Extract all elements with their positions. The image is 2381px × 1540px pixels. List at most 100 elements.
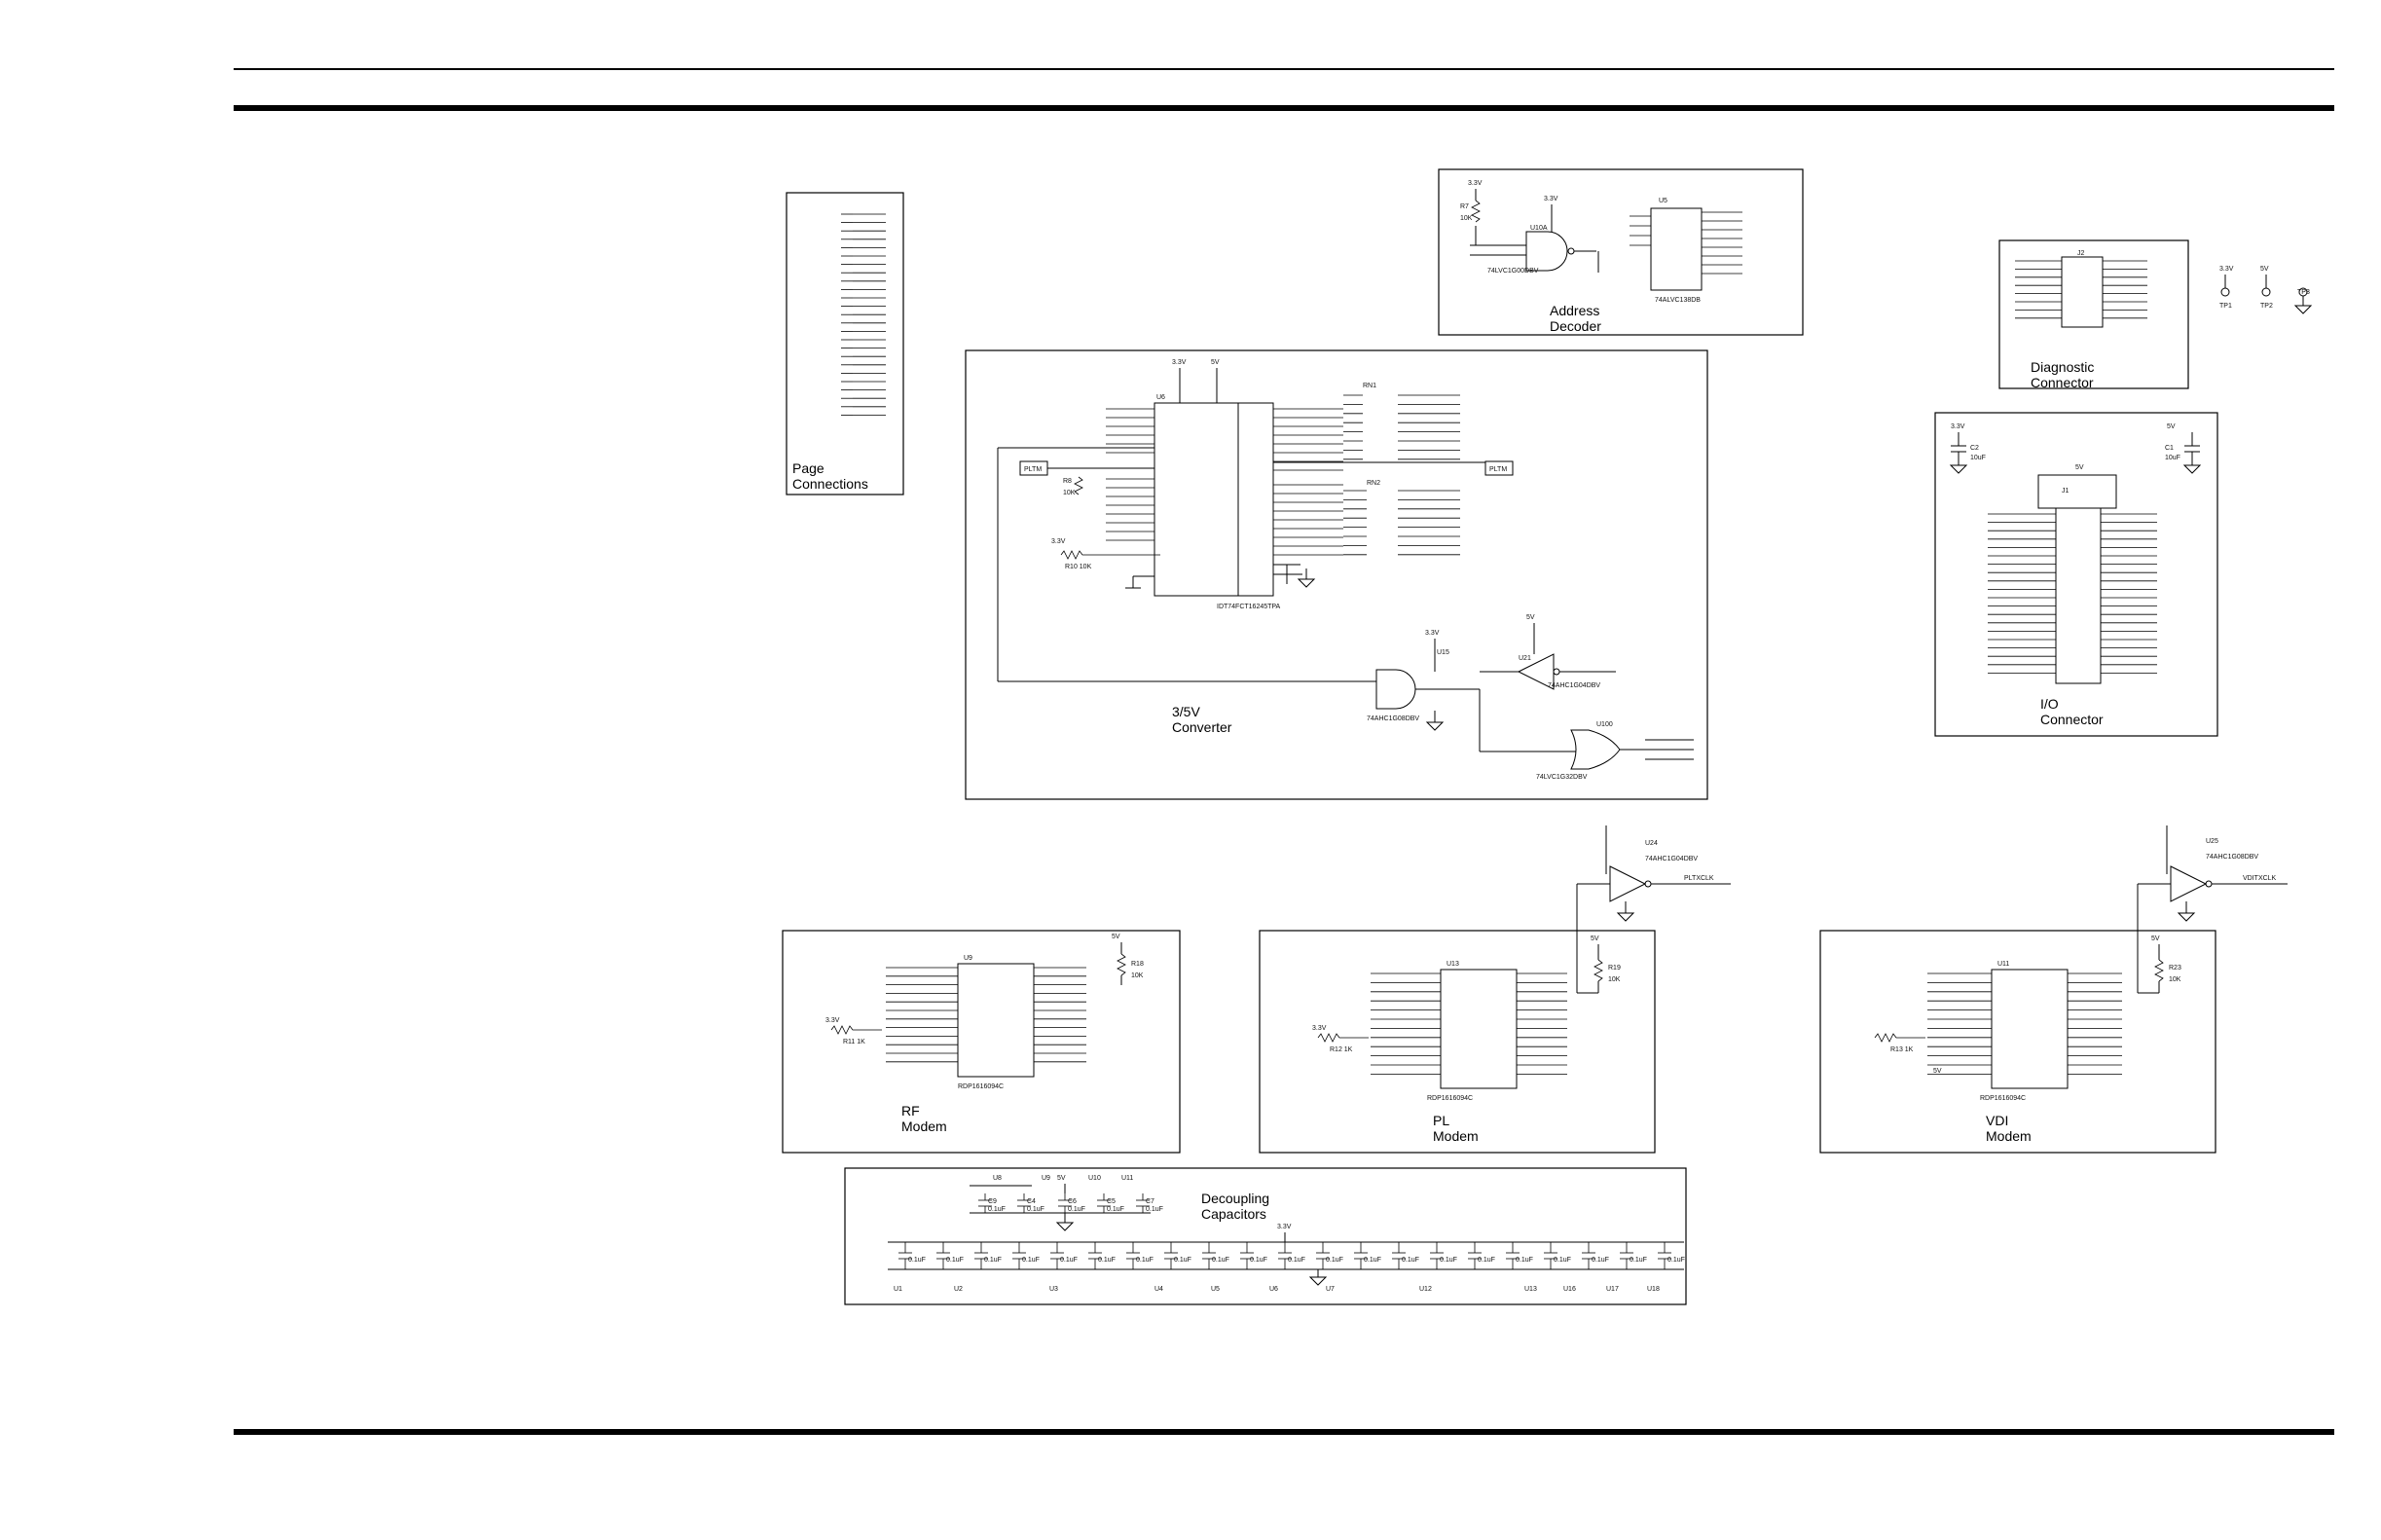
diagnostic-title-1: Diagnostic: [2031, 359, 2094, 375]
diagnostic-ref: J2: [2077, 250, 2085, 257]
converter-title-2: Converter: [1172, 719, 1232, 735]
pl-buf-ref: U24: [1645, 840, 1658, 847]
buffer-u25: [2170, 865, 2208, 902]
io-c1: C1: [2165, 445, 2174, 452]
vdi-r23: R23: [2169, 965, 2181, 972]
decoupling-bottom-cap-val: 0.1uF: [1288, 1257, 1305, 1264]
r8-val: 10K: [1063, 490, 1076, 496]
vdi-title-2: Modem: [1986, 1128, 2032, 1144]
decoupling-bottom-cap-val: 0.1uF: [1478, 1257, 1495, 1264]
decoupling-bottom-ref: U7: [1326, 1286, 1335, 1293]
gate-part: 74LVC1G00DBV: [1487, 268, 1539, 275]
decoupling-bottom-ref: U5: [1211, 1286, 1220, 1293]
decoupling-bottom-cap-val: 0.1uF: [1326, 1257, 1343, 1264]
converter-title-1: 3/5V: [1172, 704, 1200, 719]
decoupling-bottom-cap-val: 0.1uF: [908, 1257, 926, 1264]
decoupling-bottom-cap-val: 0.1uF: [1402, 1257, 1419, 1264]
inv-ref: U21: [1519, 655, 1531, 662]
page-connections-title-1: Page: [792, 460, 824, 476]
pl-v33: 3.3V: [1312, 1025, 1327, 1032]
rf-title-2: Modem: [901, 1118, 947, 1134]
rf-part: RDP1616094C: [958, 1083, 1004, 1090]
decoupling-bottom-cap-val: 0.1uF: [946, 1257, 964, 1264]
tp2-voltage: 5V: [2260, 266, 2269, 273]
pl-v5: 5V: [1591, 935, 1599, 942]
address-decoder-title-2: Decoder: [1550, 318, 1601, 334]
decoupling-bottom-ref: U17: [1606, 1286, 1619, 1293]
buffer-ref: U6: [1156, 394, 1165, 401]
page-connections-block: Page Connections: [786, 192, 904, 495]
vdi-clock-buffer: U25 74AHC1G08DBV VDITXCLK: [2137, 825, 2288, 993]
dec-bottom-v33: 3.3V: [1277, 1224, 1292, 1230]
tp2-label: TP2: [2260, 303, 2273, 310]
io-c2-v33: 3.3V: [1951, 423, 1965, 430]
r10-v33: 3.3V: [1051, 538, 1066, 545]
buffer-u24: [1609, 865, 1647, 902]
rf-modem-chip-u9: [957, 963, 1035, 1078]
rf-ref: U9: [964, 955, 972, 962]
io-title-1: I/O: [2040, 696, 2059, 712]
tp3-label: TP3: [2297, 289, 2310, 296]
test-points: 3.3V TP1 5V TP2 TP3: [2219, 266, 2313, 314]
decoupling-top-cap-val: 0.1uF: [1146, 1206, 1163, 1213]
or-gate-u100: [1570, 729, 1621, 770]
diagnostic-block: J2 Diagnostic Connector: [1998, 239, 2189, 390]
io-header-j1: [2055, 507, 2102, 684]
decoupling-top-cap-ref: C4: [1027, 1198, 1036, 1205]
pl-ref: U13: [1447, 961, 1459, 968]
decoupling-top-cap-val: 0.1uF: [1107, 1206, 1124, 1213]
and-gate-u15: [1375, 669, 1416, 710]
pl-part: RDP1616094C: [1427, 1095, 1473, 1102]
or-part: 74LVC1G32DBV: [1536, 774, 1588, 781]
decoupling-bottom-ref: U1: [894, 1286, 902, 1293]
decoupling-top-cap-ref: C6: [1068, 1198, 1077, 1205]
address-decoder-block: 3.3V R7 10K 3.3V U10A 74LVC1G00DBV U5 74…: [1438, 168, 1804, 336]
converter-v33: 3.3V: [1172, 359, 1187, 366]
decoupling-top-ref: U10: [1088, 1175, 1101, 1182]
rf-r18: R18: [1131, 961, 1144, 968]
decoupling-bottom-cap-val: 0.1uF: [1212, 1257, 1229, 1264]
rf-r11: R11 1K: [843, 1039, 865, 1045]
decoupling-top-cap-val: 0.1uF: [1027, 1206, 1044, 1213]
decoupling-bottom-cap-val: 0.1uF: [1630, 1257, 1647, 1264]
decoupling-top-cap-ref: C9: [988, 1198, 997, 1205]
decoupling-bottom-ref: U16: [1563, 1286, 1576, 1293]
pl-clock-buffer: U24 74AHC1G04DBV PLTXCLK: [1576, 825, 1731, 993]
decoupling-top-ref: U9: [1042, 1175, 1050, 1182]
vdi-clock-net: VDITXCLK: [2243, 875, 2277, 882]
decoupling-bottom-ref: U12: [1419, 1286, 1432, 1293]
or-ref: U100: [1596, 721, 1613, 728]
vdi-r13: R13 1K: [1890, 1046, 1914, 1053]
inv-part: 74AHC1G04DBV: [1548, 682, 1600, 689]
pl-title-2: Modem: [1433, 1128, 1479, 1144]
top-thick-rule: [234, 105, 2334, 111]
decoupling-bottom-cap-val: 0.1uF: [984, 1257, 1002, 1264]
pl-buf-part: 74AHC1G04DBV: [1645, 856, 1698, 862]
pltm-left: PLTM: [1024, 466, 1042, 473]
nand-gate-u10a: [1525, 231, 1568, 272]
tp1-label: TP1: [2219, 303, 2232, 310]
diagnostic-header-j2: [2061, 256, 2104, 328]
io-c2: C2: [1970, 445, 1979, 452]
vdi-modem-block: U11 RDP1616094C R13 1K 5V 5V R23 10K VDI…: [1819, 930, 2216, 1154]
decoupling-bottom-ref: U13: [1524, 1286, 1537, 1293]
dec-top-v5: 5V: [1057, 1175, 1066, 1182]
rf-modem-block: U9 RDP1616094C 3.3V R11 1K 5V R18 10K RF…: [782, 930, 1181, 1154]
pltm-right: PLTM: [1489, 466, 1507, 473]
inv-v5: 5V: [1526, 614, 1535, 621]
decoder-v33: 3.3V: [1468, 180, 1483, 187]
vdi-part: RDP1616094C: [1980, 1095, 2026, 1102]
decoupling-bottom-cap-val: 0.1uF: [1592, 1257, 1609, 1264]
and-v33: 3.3V: [1425, 630, 1440, 637]
vdi-ref: U11: [1997, 961, 2009, 968]
decoupling-bottom-cap-val: 0.1uF: [1250, 1257, 1267, 1264]
pl-clock-net: PLTXCLK: [1684, 875, 1714, 882]
vdi-buf-part: 74AHC1G08DBV: [2206, 854, 2258, 861]
decoder-ref: U5: [1659, 198, 1667, 204]
page-connections-title-2: Connections: [792, 476, 868, 492]
decoupling-top-cap-val: 0.1uF: [1068, 1206, 1085, 1213]
buffer-chip-u6: [1154, 402, 1239, 597]
r8-label: R8: [1063, 478, 1072, 485]
rf-v33: 3.3V: [825, 1017, 840, 1024]
and-ref: U15: [1437, 649, 1449, 656]
